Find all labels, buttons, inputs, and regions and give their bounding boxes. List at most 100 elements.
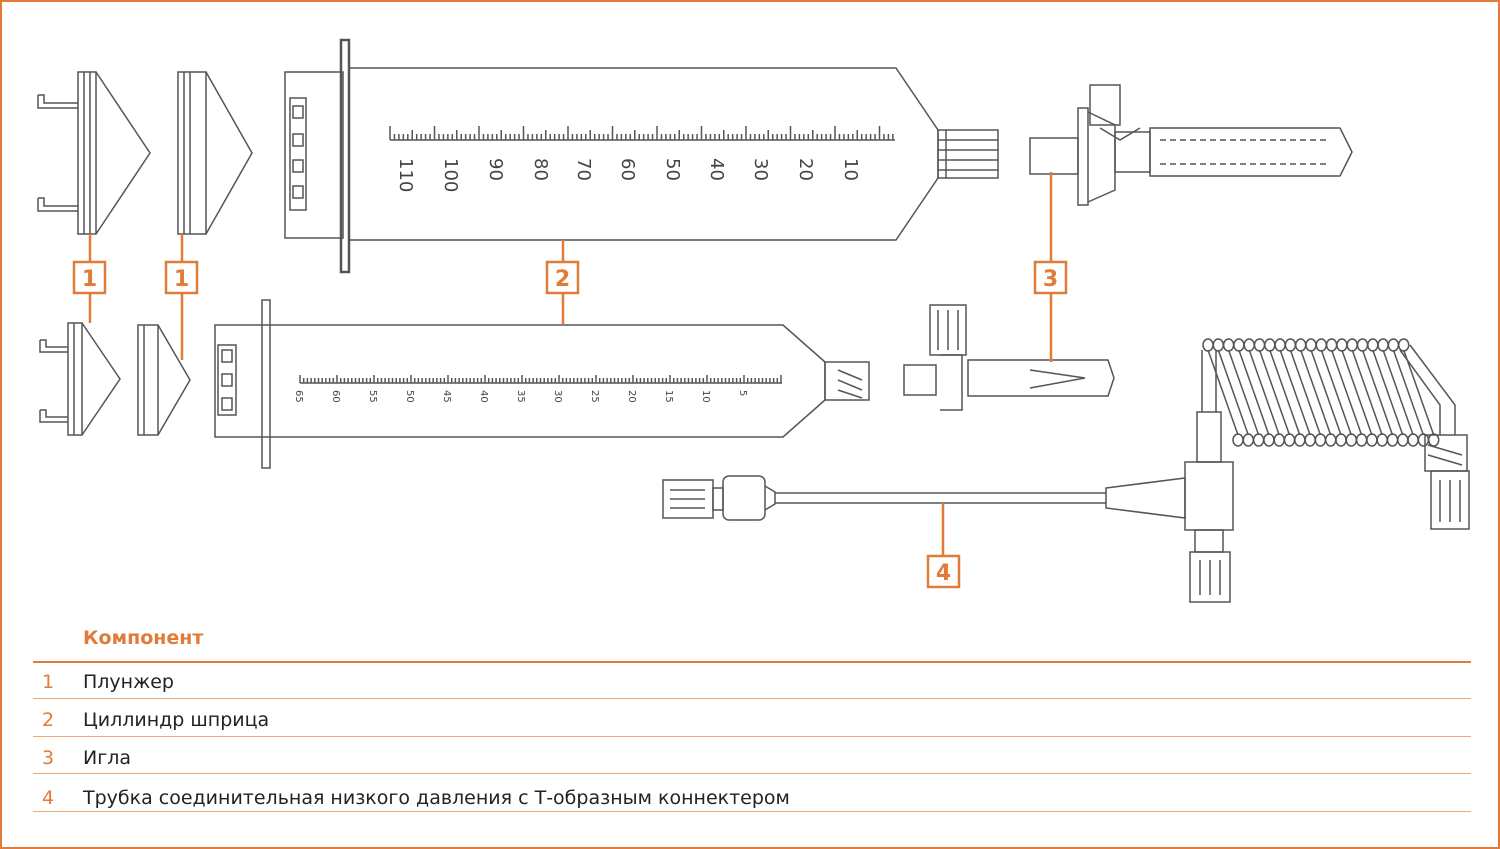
coil-loop <box>1305 338 1317 352</box>
coil-loop <box>1356 338 1369 352</box>
coil-loop <box>1315 338 1328 352</box>
scale-label: 15 <box>663 390 674 403</box>
table-header-divider <box>33 661 1471 663</box>
coil-loop <box>1222 338 1235 352</box>
callout-label: 3 <box>1043 267 1058 292</box>
needle-spike-small <box>903 304 1115 411</box>
scale-label: 5 <box>737 390 748 396</box>
callout-label: 1 <box>82 267 97 292</box>
coil-loop <box>1274 338 1286 352</box>
scale-label: 50 <box>404 390 415 403</box>
coil-loop <box>1263 433 1275 447</box>
coil-strand <box>1351 349 1383 436</box>
scale-label: 70 <box>573 158 594 181</box>
coil-loop <box>1366 433 1378 447</box>
callout-1b: 1 <box>164 260 199 295</box>
coil-loop <box>1294 338 1307 352</box>
plunger-large-a <box>37 71 151 235</box>
coil-loop <box>1253 338 1266 352</box>
coil-loop <box>1242 433 1255 447</box>
scale-label: 60 <box>617 158 638 181</box>
row-divider <box>33 773 1471 774</box>
row-number: 3 <box>42 747 55 769</box>
callout-1a: 1 <box>72 260 107 295</box>
coil-loop <box>1397 433 1409 447</box>
coil-strand <box>1227 349 1260 436</box>
scale-label: 90 <box>485 158 506 181</box>
coil-strand <box>1372 349 1404 436</box>
scale-labels-large: 110 100 90 80 70 60 50 40 30 20 10 <box>395 158 861 192</box>
coil-strand <box>1361 349 1394 436</box>
scale-label: 40 <box>706 158 727 181</box>
scale-label: 20 <box>626 390 637 403</box>
row-name: Циллиндр шприца <box>83 709 270 731</box>
row-number: 2 <box>42 709 55 731</box>
coil-strand <box>1289 349 1322 436</box>
coil-loop <box>1397 338 1410 352</box>
callout-label: 2 <box>555 267 570 292</box>
coil-loop <box>1202 338 1214 352</box>
coil-loop <box>1233 338 1245 352</box>
coil-loop <box>1232 433 1244 447</box>
coil-loop <box>1294 433 1306 447</box>
plunger-small-a <box>39 322 121 436</box>
scale-label: 50 <box>662 158 683 181</box>
coil-strand <box>1258 349 1291 436</box>
scale-label: 35 <box>515 390 526 403</box>
coil-loop <box>1324 433 1337 447</box>
callout-lines <box>88 172 1053 556</box>
syringe-components-diagram: 110 100 90 80 70 60 50 40 30 20 10 65 60… <box>37 38 1470 603</box>
plunger-large-b <box>177 71 253 235</box>
coil-loop <box>1335 433 1347 447</box>
coil-loop <box>1336 338 1348 352</box>
coil-loop <box>1355 433 1368 447</box>
row-name: Игла <box>83 747 131 769</box>
coil-strand <box>1299 349 1332 436</box>
coil-loop <box>1427 433 1440 447</box>
row-divider <box>33 811 1471 812</box>
callout-3: 3 <box>1033 260 1068 295</box>
coil-loop <box>1283 433 1296 447</box>
plunger-small-b <box>137 324 191 436</box>
coil-strand <box>1402 349 1435 436</box>
needle-spike-large <box>1029 84 1353 206</box>
scale-label: 110 <box>395 158 416 192</box>
scale-labels-small: 65 60 55 50 45 40 35 30 25 20 15 10 5 <box>293 390 748 403</box>
callout-label: 4 <box>936 561 951 586</box>
scale-label: 65 <box>293 390 304 403</box>
barrel-small <box>214 299 870 469</box>
scale-label: 20 <box>795 158 816 181</box>
coil-strand <box>1269 349 1301 436</box>
table-header: Компонент <box>83 627 204 649</box>
row-number: 1 <box>42 671 55 693</box>
coil-loop <box>1386 433 1399 447</box>
coil-loop <box>1304 433 1316 447</box>
barrel-large <box>284 38 999 274</box>
coil-loop <box>1264 338 1276 352</box>
row-name: Плунжер <box>83 671 174 693</box>
coil-loop <box>1376 433 1388 447</box>
scale-label: 10 <box>840 158 861 181</box>
row-name: Трубка соединительная низкого давления с… <box>83 787 790 809</box>
coil-strand <box>1392 349 1425 436</box>
coil-loop <box>1273 433 1285 447</box>
coil-loop <box>1346 338 1358 352</box>
coil-strand <box>1217 349 1250 436</box>
coil-strand <box>1279 349 1311 436</box>
coil-strand <box>1341 349 1373 436</box>
scale-label: 25 <box>589 390 600 403</box>
scale-label: 30 <box>552 390 563 403</box>
scale-label: 45 <box>441 390 452 403</box>
scale-label: 30 <box>750 158 771 181</box>
coil-loop <box>1367 338 1379 352</box>
coil-loop <box>1314 433 1327 447</box>
scale-label: 100 <box>440 158 461 192</box>
coil-strand <box>1310 349 1342 436</box>
callout-badges: 1 1 2 3 4 <box>72 260 1068 589</box>
row-divider <box>33 736 1471 737</box>
coil-strand <box>1382 349 1414 436</box>
scale-label: 80 <box>530 158 551 181</box>
coil-loop <box>1345 433 1358 447</box>
coil-strand <box>1320 349 1353 436</box>
